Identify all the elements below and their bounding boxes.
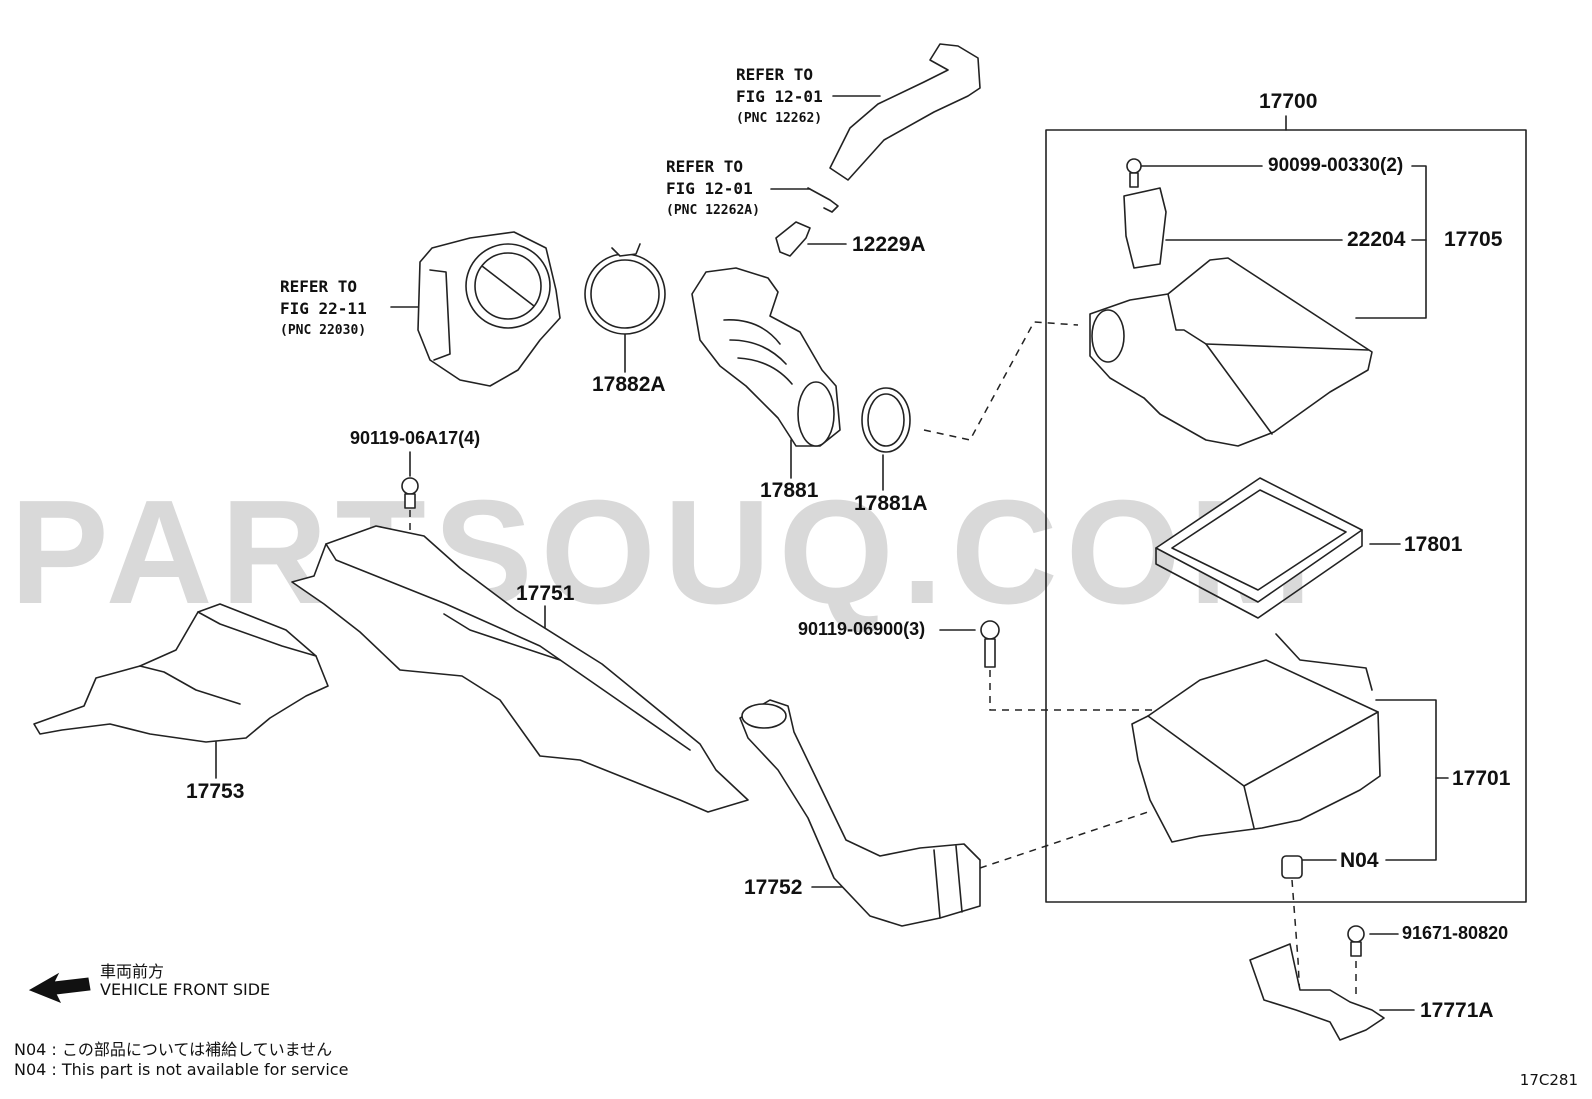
reference-line: REFER TO bbox=[736, 65, 814, 84]
callout-N04: N04 bbox=[1340, 849, 1379, 872]
callout-17705: 17705 bbox=[1444, 228, 1503, 251]
callout-12229A: 12229A bbox=[852, 233, 926, 256]
reference-line: REFER TO bbox=[280, 277, 358, 296]
figure-code: 17C281 bbox=[1519, 1071, 1578, 1089]
callout-17700: 17700 bbox=[1259, 90, 1318, 113]
callout-90119-06900: 90119-06900(3) bbox=[798, 619, 926, 639]
reference-line: FIG 12-01 bbox=[736, 87, 823, 106]
case-17701 bbox=[1132, 660, 1380, 842]
duct-17751 bbox=[292, 526, 748, 812]
grommet-N04 bbox=[1282, 856, 1302, 878]
callout-17881: 17881 bbox=[760, 479, 819, 502]
air-cleaner-cap bbox=[1090, 258, 1372, 446]
callout-17882A: 17882A bbox=[592, 373, 666, 396]
footnote-jp: N04 : この部品については補給していません bbox=[14, 1040, 333, 1059]
fitting-12229A bbox=[776, 222, 810, 256]
callout-90099-00330: 90099-00330(2) bbox=[1268, 155, 1404, 176]
reference-pnc: (PNC 12262) bbox=[736, 111, 823, 126]
callout-17701: 17701 bbox=[1452, 767, 1511, 790]
reference-pnc: (PNC 22030) bbox=[280, 323, 367, 338]
callout-91671-80820: 91671-80820 bbox=[1402, 923, 1509, 943]
callout-17753: 17753 bbox=[186, 780, 245, 803]
reference-line: FIG 12-01 bbox=[666, 179, 753, 198]
callout-22204: 22204 bbox=[1347, 228, 1406, 251]
sensor-22204 bbox=[1124, 188, 1166, 268]
callout-17751: 17751 bbox=[516, 582, 575, 605]
arrow-left-icon bbox=[30, 974, 90, 1002]
bracket-17771A bbox=[1250, 944, 1384, 1040]
filter-17801 bbox=[1156, 478, 1362, 602]
callout-17801: 17801 bbox=[1404, 533, 1463, 556]
duct-17753 bbox=[34, 604, 328, 742]
inlet-17752 bbox=[740, 700, 980, 926]
footnote-en: N04 : This part is not available for ser… bbox=[14, 1060, 349, 1079]
callout-90119-06A17: 90119-06A17(4) bbox=[350, 428, 481, 448]
callout-17771A: 17771A bbox=[1420, 999, 1494, 1022]
reference-12262: REFER TO FIG 12-01 (PNC 12262) bbox=[736, 64, 823, 130]
hose-12262 bbox=[830, 44, 980, 180]
direction-label-jp: 車両前方 bbox=[100, 962, 165, 981]
callout-17752: 17752 bbox=[744, 876, 803, 899]
reference-pnc: (PNC 12262A) bbox=[666, 203, 760, 218]
reference-line: FIG 22-11 bbox=[280, 299, 367, 318]
callout-17881A: 17881A bbox=[854, 492, 928, 515]
reference-22030: REFER TO FIG 22-11 (PNC 22030) bbox=[280, 276, 367, 342]
reference-12262A: REFER TO FIG 12-01 (PNC 12262A) bbox=[666, 156, 760, 222]
reference-line: REFER TO bbox=[666, 157, 744, 176]
direction-label-en: VEHICLE FRONT SIDE bbox=[100, 980, 271, 999]
